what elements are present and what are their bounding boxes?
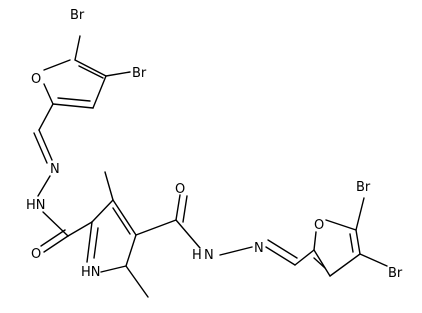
bromine-atom-label: Br xyxy=(388,266,403,281)
bond xyxy=(100,265,127,273)
imine-nitrogen-label: N xyxy=(254,241,264,256)
left-hydrazone-linker xyxy=(33,129,69,253)
hydrazide-hydrogen-label: H xyxy=(192,248,202,263)
left-furan-ring xyxy=(38,35,131,131)
bond xyxy=(313,257,326,269)
bond xyxy=(43,83,54,105)
bond xyxy=(43,235,69,253)
bond xyxy=(359,253,388,267)
bond xyxy=(219,246,253,256)
bond xyxy=(355,229,361,255)
bond xyxy=(38,103,54,131)
right-hydrazone-linker xyxy=(135,194,298,266)
bond xyxy=(135,219,177,236)
pyrrole-nh-label: HN xyxy=(81,265,101,280)
right-furan-ring xyxy=(294,197,388,277)
bond xyxy=(265,246,296,266)
bond xyxy=(329,253,361,277)
bond xyxy=(91,199,114,223)
bromine-atom-label: Br xyxy=(70,8,85,23)
bond xyxy=(349,233,354,253)
bond xyxy=(93,227,99,259)
bond xyxy=(57,97,91,102)
bond xyxy=(105,71,131,77)
bond xyxy=(33,132,48,164)
bond xyxy=(182,195,188,223)
bromine-atom-label: Br xyxy=(356,180,371,195)
bond xyxy=(175,194,181,221)
bond xyxy=(42,211,69,237)
bond xyxy=(112,207,131,235)
furan-oxygen-label: O xyxy=(31,72,41,87)
bond xyxy=(267,239,298,259)
bond xyxy=(52,103,94,109)
bond xyxy=(112,199,137,236)
hydrazide-nitrogen-label: N xyxy=(204,248,214,263)
bromine-atom-label: Br xyxy=(132,66,147,81)
bond xyxy=(294,249,315,266)
hydrazide-nh-label: HN xyxy=(26,198,46,213)
bond xyxy=(86,221,93,263)
bond xyxy=(74,35,81,61)
bond xyxy=(67,221,93,237)
bond xyxy=(43,59,71,71)
bond xyxy=(125,265,149,298)
bond xyxy=(37,175,51,197)
bond xyxy=(104,171,114,201)
furan-oxygen-label: O xyxy=(314,218,324,233)
bond xyxy=(355,197,365,231)
bond xyxy=(78,65,104,79)
bond xyxy=(40,229,66,247)
bond xyxy=(38,129,53,161)
bond xyxy=(325,219,357,231)
bond xyxy=(313,231,317,251)
bond xyxy=(74,59,107,77)
carbonyl-oxygen-label: O xyxy=(31,247,41,262)
imine-nitrogen-label: N xyxy=(50,162,60,177)
bond xyxy=(175,219,201,249)
bond xyxy=(92,75,107,109)
pyrrole-ring xyxy=(67,171,149,298)
bond xyxy=(313,249,331,277)
carbonyl-oxygen-label: O xyxy=(175,182,185,197)
bond xyxy=(125,234,137,267)
